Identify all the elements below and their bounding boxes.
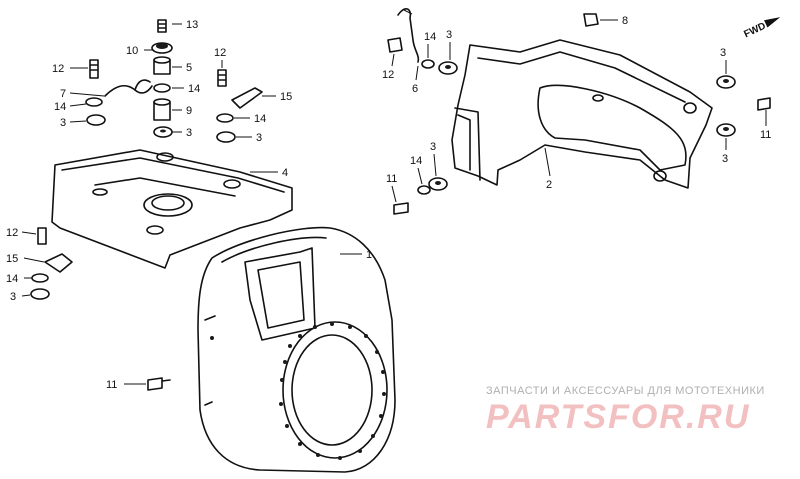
leader-lines [21,9,767,385]
callout-14: 14 [410,155,422,167]
arrow-icon [764,17,781,28]
callout-3: 3 [256,132,262,144]
callout-3: 3 [430,141,436,153]
callout-14: 14 [254,113,266,125]
hardware [30,8,771,391]
callout-12: 12 [6,227,18,239]
callout-4: 4 [282,167,288,179]
callout-6: 6 [412,83,418,95]
callout-14: 14 [424,31,436,43]
shroud-plate [51,149,293,269]
callout-1: 1 [366,249,372,261]
callout-11: 11 [386,173,397,185]
fwd-label: FWD [742,21,767,41]
callout-3: 3 [186,127,192,139]
callout-3: 3 [10,291,16,303]
forward-arrow: FWD [742,17,781,41]
callout-3: 3 [60,117,66,129]
callout-7: 7 [60,88,66,100]
callout-8: 8 [622,15,628,27]
callout-9: 9 [186,105,192,117]
callouts: 13 10 5 14 9 3 12 7 14 3 12 15 14 3 4 12… [6,15,771,391]
callout-12: 12 [52,63,64,75]
callout-14: 14 [188,83,200,95]
watermark-brand: PARTSFOR.RU [486,398,751,436]
callout-2: 2 [546,179,552,191]
watermark-caption: ЗАПЧАСТИ И АКСЕССУАРЫ ДЛЯ МОТОТЕХНИКИ [486,385,765,397]
callout-15: 15 [6,253,18,265]
callout-3: 3 [446,29,452,41]
fan-cover [197,226,396,473]
callout-10: 10 [126,45,138,57]
callout-11: 11 [106,379,117,391]
callout-5: 5 [186,62,192,74]
callout-3: 3 [720,47,726,59]
callout-15: 15 [280,91,292,103]
callout-12: 12 [382,69,394,81]
callout-14: 14 [54,101,66,113]
callout-14: 14 [6,273,18,285]
callout-13: 13 [186,19,198,31]
side-cover [451,39,713,189]
callout-12: 12 [214,47,226,59]
callout-11: 11 [760,129,771,141]
callout-3: 3 [722,153,728,165]
